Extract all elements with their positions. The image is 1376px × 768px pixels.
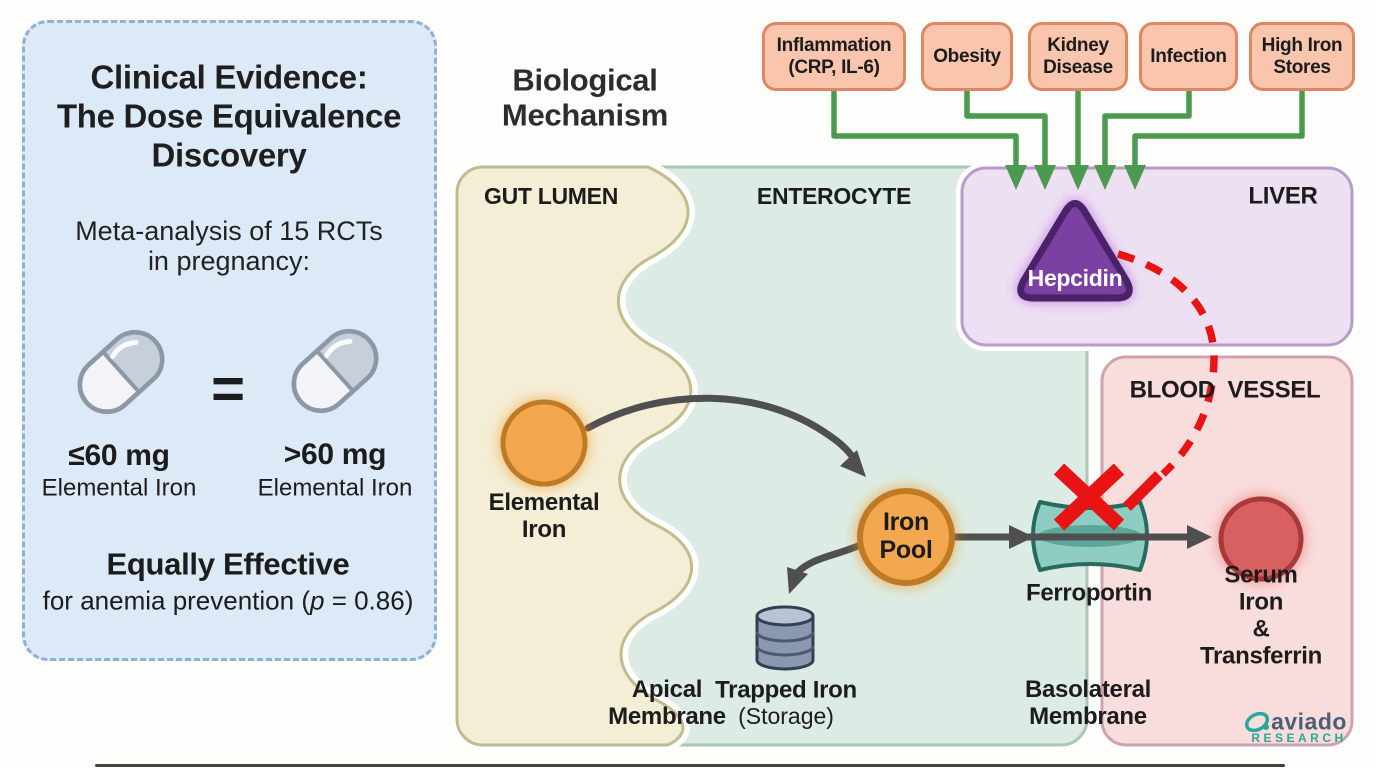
logo-subtitle: RESEARCH — [1251, 731, 1347, 745]
elemental-iron-label: Elemental Iron — [488, 489, 600, 543]
liver-label: LIVER — [1248, 182, 1318, 210]
pill-left-icon — [77, 330, 165, 414]
factor-arrow-inflammation — [831, 91, 1019, 166]
release-arrowhead — [1187, 525, 1212, 549]
factor-arrow-obesity — [964, 91, 1048, 166]
apical-membrane-label: Apical Membrane — [608, 676, 726, 730]
aviado-logo-icon — [1244, 711, 1270, 733]
serum-iron-label: Serum Iron & Transferrin — [1199, 561, 1323, 669]
dose-low-label: Elemental Iron — [41, 474, 197, 502]
pill-right-icon — [291, 329, 379, 413]
iron-pool-label: Iron Pool — [879, 508, 933, 564]
factor-box-inflammation: Inflammation (CRP, IL-6) — [762, 22, 906, 91]
p-value-symbol: p — [310, 585, 325, 616]
factor-box-kidney-disease: Kidney Disease — [1028, 22, 1128, 91]
trapped-iron-label: Trapped Iron — [715, 676, 857, 704]
dose-low-amount: ≤60 mg — [68, 439, 170, 473]
trapped-iron-sublabel: (Storage) — [738, 703, 834, 730]
conclusion-heading: Equally Effective — [106, 546, 350, 582]
ferroportin-label: Ferroportin — [1025, 579, 1153, 607]
hepcidin-triangle — [1017, 200, 1133, 302]
factor-arrow-stores — [1132, 91, 1305, 166]
factor-box-high-iron-stores: High Iron Stores — [1249, 22, 1355, 91]
blocked-x-icon — [1053, 463, 1125, 531]
factor-box-infection: Infection — [1139, 22, 1238, 91]
clinical-evidence-title: Clinical Evidence: The Dose Equivalence … — [56, 58, 402, 174]
hepcidin-label: Hepcidin — [1027, 265, 1123, 292]
storage-arrow — [794, 542, 862, 576]
elemental-iron-circle — [500, 399, 588, 487]
meta-analysis-subtitle: Meta-analysis of 15 RCTs in pregnancy: — [75, 215, 383, 276]
iron-pool-circle — [857, 488, 955, 586]
enterocyte-label: ENTEROCYTE — [756, 183, 912, 210]
hepcidin-inhibition-path — [1116, 250, 1218, 477]
basolateral-membrane-label: Basolateral Membrane — [1024, 676, 1152, 730]
factor-box-obesity: Obesity — [921, 22, 1013, 91]
conclusion-detail: for anemia prevention (p = 0.86) — [43, 586, 414, 615]
conclusion-detail-prefix: for anemia prevention ( — [42, 585, 310, 616]
export-arrowhead — [1009, 525, 1034, 549]
absorption-arrow — [584, 394, 860, 466]
serum-iron-circle — [1218, 496, 1304, 582]
gut-lumen-label: GUT LUMEN — [483, 183, 619, 210]
storage-arrowhead — [787, 567, 808, 594]
conclusion-detail-suffix: = 0.86) — [324, 585, 414, 616]
mechanism-title: Biological Mechanism — [501, 62, 669, 132]
dose-high-amount: >60 mg — [283, 438, 387, 472]
bottom-edge-bar — [95, 764, 1285, 767]
dose-high-label: Elemental Iron — [257, 474, 413, 502]
trapped-iron-cylinder-icon — [755, 605, 815, 671]
factor-arrows — [831, 91, 1305, 166]
factor-arrowheads — [1005, 165, 1146, 190]
logo-name: aviado — [1271, 708, 1347, 735]
absorption-arrowhead — [840, 450, 866, 477]
inhibition-bar-icon — [1123, 471, 1163, 511]
equals-sign: = — [211, 356, 245, 422]
blood-vessel-label: BLOOD VESSEL — [1129, 376, 1321, 404]
factor-arrow-infection — [1102, 91, 1192, 166]
